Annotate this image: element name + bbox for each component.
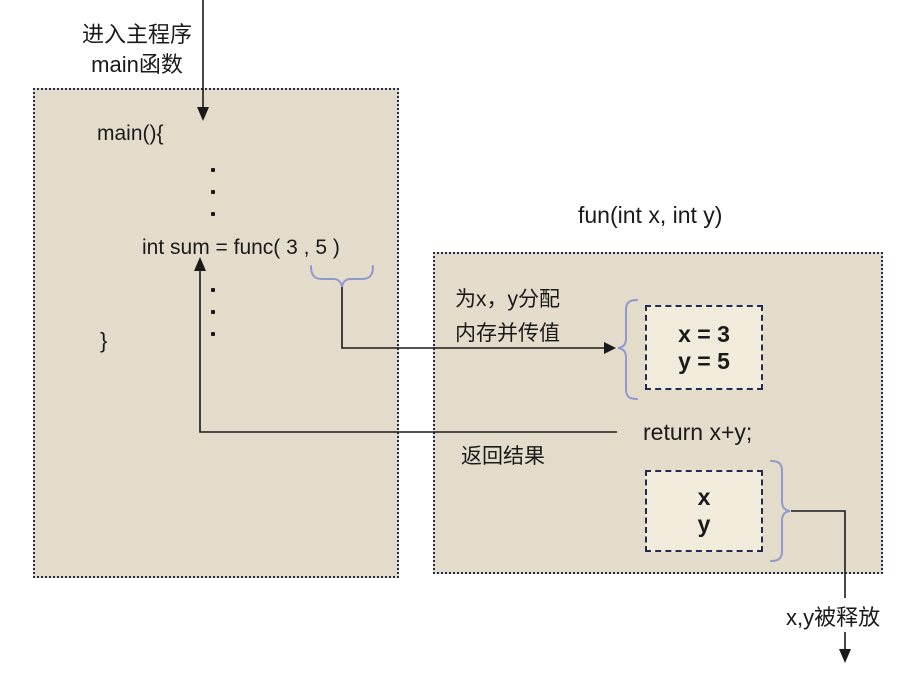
param-x-value: x = 3 <box>678 320 730 347</box>
call-statement-code: int sum = func( 3 , 5 ) <box>142 236 340 259</box>
release-memory-box: x y <box>645 470 763 552</box>
vertical-ellipsis-icon <box>211 168 216 234</box>
param-y-value: y = 5 <box>678 347 730 374</box>
fun-signature-label: fun(int x, int y) <box>578 202 723 228</box>
main-function-box <box>33 88 399 578</box>
main-open-code: main(){ <box>97 122 164 145</box>
release-annotation: x,y被释放 <box>783 600 884 632</box>
params-memory-box: x = 3 y = 5 <box>645 305 763 390</box>
release-y-label: y <box>697 511 711 537</box>
main-close-code: } <box>100 328 108 353</box>
alloc-annotation-line1: 为x，y分配 <box>455 288 560 311</box>
return-statement-code: return x+y; <box>643 419 753 445</box>
alloc-annotation: 为x，y分配 内存并传值 <box>455 283 560 351</box>
enter-main-label: 进入主程序 main函数 <box>57 20 217 80</box>
return-result-annotation: 返回结果 <box>461 445 545 468</box>
alloc-annotation-line2: 内存并传值 <box>455 322 560 345</box>
enter-main-label-line2: main函数 <box>91 52 183 77</box>
enter-main-label-line1: 进入主程序 <box>81 22 192 47</box>
release-x-label: x <box>697 484 711 510</box>
vertical-ellipsis-icon <box>211 288 216 354</box>
